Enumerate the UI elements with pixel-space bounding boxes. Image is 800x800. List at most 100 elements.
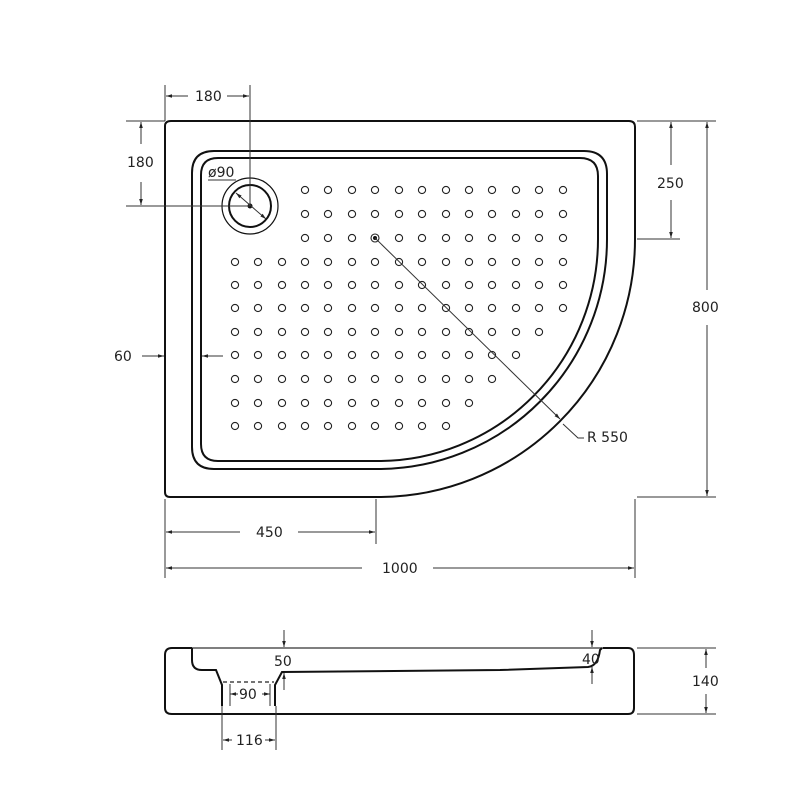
anti-slip-dot: [300, 280, 310, 290]
anti-slip-dot: [300, 209, 310, 219]
anti-slip-dot: [464, 233, 474, 243]
anti-slip-dot: [230, 350, 240, 360]
anti-slip-dot: [230, 327, 240, 337]
anti-slip-dot: [323, 209, 333, 219]
plan-view: R 550 180 180 ø90 250 800 60: [114, 85, 719, 578]
anti-slip-dot: [511, 280, 521, 290]
anti-slip-dot: [534, 280, 544, 290]
anti-slip-dot: [417, 398, 427, 408]
anti-slip-dot: [370, 257, 380, 267]
anti-slip-dot: [347, 398, 357, 408]
anti-slip-dot: [417, 350, 427, 360]
drain-inner-width-label: 90: [239, 687, 257, 703]
anti-slip-dot: [323, 350, 333, 360]
anti-slip-dot: [323, 398, 333, 408]
anti-slip-dot: [417, 257, 427, 267]
basin-outline: [200, 157, 599, 462]
anti-slip-dot: [323, 374, 333, 384]
anti-slip-dot: [300, 257, 310, 267]
anti-slip-dot: [417, 421, 427, 431]
anti-slip-dot: [230, 280, 240, 290]
anti-slip-dot: [277, 327, 287, 337]
anti-slip-dot: [300, 374, 310, 384]
anti-slip-dot: [394, 327, 404, 337]
anti-slip-dot: [558, 257, 568, 267]
anti-slip-dot: [347, 327, 357, 337]
anti-slip-dot: [441, 257, 451, 267]
anti-slip-dot: [487, 233, 497, 243]
anti-slip-dot: [253, 280, 263, 290]
anti-slip-dot: [230, 374, 240, 384]
rim-width-label: 60: [114, 349, 132, 365]
anti-slip-dot: [487, 280, 497, 290]
tray-outline: [164, 120, 636, 498]
depth-right-label: 40: [582, 652, 600, 668]
anti-slip-dot: [534, 257, 544, 267]
anti-slip-dot: [323, 185, 333, 195]
anti-slip-dot: [464, 327, 474, 337]
anti-slip-dot-grid: [230, 185, 568, 431]
anti-slip-dot: [394, 233, 404, 243]
anti-slip-dot: [370, 280, 380, 290]
anti-slip-dot: [300, 350, 310, 360]
anti-slip-dot: [323, 327, 333, 337]
anti-slip-dot: [534, 185, 544, 195]
anti-slip-dot: [347, 257, 357, 267]
anti-slip-dot: [417, 280, 427, 290]
anti-slip-dot: [253, 374, 263, 384]
anti-slip-dot: [394, 280, 404, 290]
anti-slip-dot: [347, 303, 357, 313]
anti-slip-dot: [230, 421, 240, 431]
anti-slip-dot: [300, 398, 310, 408]
anti-slip-dot: [370, 374, 380, 384]
rim-outer: [191, 150, 608, 470]
anti-slip-dot: [253, 398, 263, 408]
arc-radius-label: R 550: [587, 430, 628, 446]
anti-slip-dot: [370, 327, 380, 337]
anti-slip-dot: [253, 257, 263, 267]
anti-slip-dot: [417, 303, 427, 313]
anti-slip-dot: [253, 350, 263, 360]
anti-slip-dot: [464, 374, 474, 384]
anti-slip-dot: [394, 303, 404, 313]
anti-slip-dot: [323, 257, 333, 267]
anti-slip-dot: [558, 280, 568, 290]
anti-slip-dot: [534, 303, 544, 313]
anti-slip-dot: [558, 209, 568, 219]
anti-slip-dot: [230, 257, 240, 267]
anti-slip-dot: [511, 185, 521, 195]
drain-diameter-label: ø90: [208, 165, 234, 181]
drain-offset-x-label: 180: [195, 89, 222, 105]
anti-slip-dot: [253, 327, 263, 337]
basin-floor-profile: [191, 648, 223, 706]
anti-slip-dot: [441, 350, 451, 360]
side-section-outline: [164, 647, 635, 715]
total-height-label: 140: [692, 674, 719, 690]
drain-offset-y-label: 180: [127, 155, 154, 171]
total-width-label: 1000: [382, 561, 418, 577]
anti-slip-dot: [511, 209, 521, 219]
anti-slip-dot: [300, 185, 310, 195]
anti-slip-dot: [370, 185, 380, 195]
anti-slip-dot: [534, 233, 544, 243]
depth-left-label: 50: [274, 654, 292, 670]
anti-slip-dot: [417, 327, 427, 337]
total-depth-label: 800: [692, 300, 719, 316]
anti-slip-dot: [323, 303, 333, 313]
anti-slip-dot: [441, 185, 451, 195]
anti-slip-dot: [441, 374, 451, 384]
anti-slip-dot: [534, 209, 544, 219]
anti-slip-dot: [464, 280, 474, 290]
anti-slip-dot: [394, 374, 404, 384]
anti-slip-dot: [487, 303, 497, 313]
anti-slip-dot: [487, 350, 497, 360]
anti-slip-dot: [300, 327, 310, 337]
anti-slip-dot: [323, 280, 333, 290]
anti-slip-dot: [370, 350, 380, 360]
anti-slip-dot: [394, 185, 404, 195]
anti-slip-dot: [511, 257, 521, 267]
anti-slip-dot: [417, 374, 427, 384]
anti-slip-dot: [347, 209, 357, 219]
anti-slip-dot: [347, 233, 357, 243]
